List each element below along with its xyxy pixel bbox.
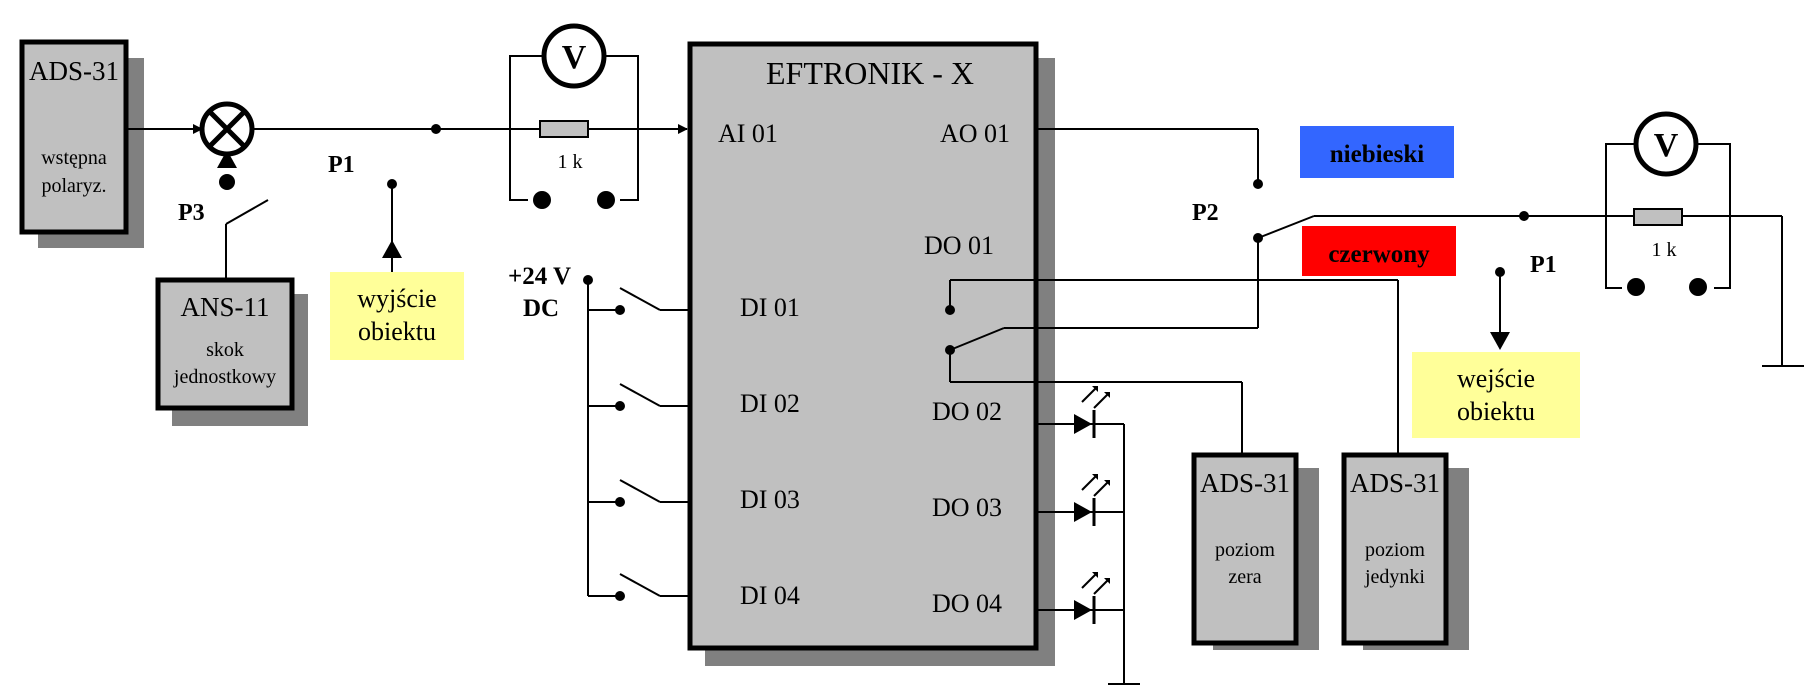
port-ao01: AO 01 (940, 119, 1010, 148)
ads31-left-line1: wstępna (41, 147, 107, 169)
left-resistor-label: 1 k (558, 151, 583, 173)
input-note: wejście obiektu (1412, 352, 1580, 438)
output-note: wyjście obiektu (330, 272, 464, 360)
output-note-line2: obiektu (358, 317, 436, 346)
blue-tag-label: niebieski (1330, 141, 1425, 168)
led-do04-icon (1074, 572, 1110, 624)
p2-lower-contact (1253, 233, 1263, 243)
red-tag: czerwony (1302, 226, 1456, 276)
p1-left-contact (387, 179, 397, 189)
do-led-wiring (1036, 423, 1140, 685)
do01-relay-wiring (949, 238, 1399, 455)
left-voltmeter-label: V (562, 39, 587, 76)
right-voltmeter-icon: V (1633, 111, 1699, 177)
port-di04: DI 04 (740, 581, 800, 610)
port-di01: DI 01 (740, 293, 800, 322)
right-voltmeter-label: V (1654, 127, 1679, 164)
p3-arrow (217, 150, 237, 190)
left-terminal-1 (533, 191, 551, 209)
ads31-zero-block: ADS-31 poziom zera (1191, 452, 1299, 646)
port-di02: DI 02 (740, 389, 800, 418)
ads31-bias-block: ADS-31 wstępna polaryz. (19, 39, 129, 235)
left-terminal-2 (597, 191, 615, 209)
ans11-line2: jednostkowy (173, 366, 276, 388)
right-resistor-label: 1 k (1652, 239, 1677, 261)
left-voltmeter-icon: V (541, 23, 607, 89)
ads31-one-line1: poziom (1365, 539, 1425, 561)
right-resistor-icon (1633, 208, 1683, 226)
p3-label: P3 (178, 200, 205, 226)
di-switch-contacts (583, 275, 625, 601)
p1-left-label: P1 (328, 152, 355, 178)
port-do01: DO 01 (924, 231, 994, 260)
do01-upper-contact (945, 305, 955, 315)
right-terminal-2 (1689, 278, 1707, 296)
port-ai01: AI 01 (718, 119, 778, 148)
ans11-title: ANS-11 (180, 292, 269, 322)
p1-right-label: P1 (1530, 252, 1557, 278)
ads31-left-line2: polaryz. (42, 175, 107, 197)
blue-tag: niebieski (1300, 126, 1454, 178)
ans11-line1: skok (206, 339, 244, 361)
input-note-line1: wejście (1457, 364, 1535, 393)
ads31-zero-line2: zera (1228, 566, 1261, 588)
left-resistor-icon (539, 120, 589, 138)
eftronik-controller: EFTRONIK - X AI 01 AO 01 DO 01 DI 01 DI … (687, 41, 1039, 651)
ads31-left-title: ADS-31 (29, 56, 119, 86)
ads31-zero-title: ADS-31 (1200, 468, 1290, 498)
left-voltmeter-gap (528, 196, 620, 206)
junction-dot-right (1519, 211, 1529, 221)
ads31-one-line2: jedynki (1364, 566, 1425, 588)
ads31-one-title: ADS-31 (1350, 468, 1440, 498)
junction-dot-left (431, 124, 441, 134)
ads31-one-block: ADS-31 poziom jedynki (1341, 452, 1449, 646)
output-note-line1: wyjście (357, 284, 436, 313)
supply-label-line1: +24 V (508, 263, 571, 290)
supply-label-line2: DC (523, 295, 559, 322)
ans11-step-block: ANS-11 skok jednostkowy (155, 277, 295, 411)
p2-label: P2 (1192, 200, 1219, 226)
di-switch-wiring (587, 280, 690, 597)
red-tag-label: czerwony (1328, 241, 1430, 268)
port-do04: DO 04 (932, 589, 1002, 618)
port-do03: DO 03 (932, 493, 1002, 522)
led-do02-icon (1074, 386, 1110, 438)
ao01-p2-wiring (1036, 128, 1804, 367)
p1-arrow (382, 240, 402, 272)
do01-common-contact (945, 345, 955, 355)
port-do02: DO 02 (932, 397, 1002, 426)
eftronik-title: EFTRONIK - X (766, 55, 974, 91)
summing-junction-icon (199, 101, 255, 157)
p1-right-contact (1495, 267, 1505, 277)
input-note-line2: obiektu (1457, 397, 1535, 426)
p1-right-arrow (1490, 332, 1510, 350)
port-di03: DI 03 (740, 485, 800, 514)
led-do03-icon (1074, 474, 1110, 526)
ads31-zero-line1: poziom (1215, 539, 1275, 561)
right-voltmeter-gap (1622, 282, 1714, 292)
p2-upper-contact (1253, 179, 1263, 189)
right-terminal-1 (1627, 278, 1645, 296)
